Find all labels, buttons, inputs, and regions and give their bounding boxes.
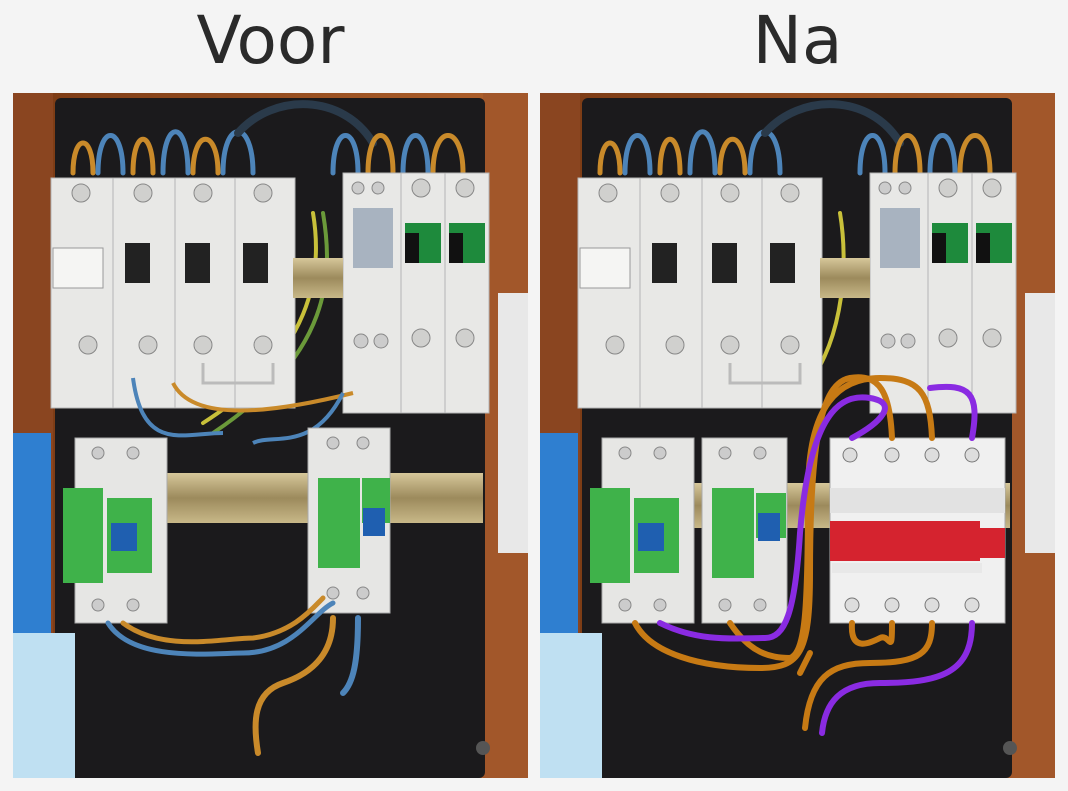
white-cable-holder: [498, 293, 528, 553]
light-blue-object: [540, 633, 602, 778]
rcd-left: [590, 437, 695, 624]
din-rail-top: [820, 258, 870, 298]
title-after: Na: [752, 2, 843, 79]
rcd-right: [307, 427, 391, 614]
mid-wires: [728, 363, 802, 385]
photo-after: [540, 93, 1055, 778]
breaker-row-left: [577, 177, 823, 409]
rcd-middle: [701, 437, 788, 624]
screw: [1003, 741, 1017, 755]
title-before: Voor: [196, 2, 345, 79]
bottom-wires: [105, 595, 361, 756]
photo-before: [13, 93, 528, 778]
drawn-wires: [632, 374, 978, 736]
din-rail-top: [293, 258, 343, 298]
white-cable-holder: [1025, 293, 1055, 553]
breaker-row-right: [869, 172, 1017, 414]
screw: [476, 741, 490, 755]
four-pole-isolator: [829, 437, 1006, 624]
light-blue-object: [13, 633, 75, 778]
breaker-row-left: [50, 177, 296, 409]
mid-wires: [131, 363, 354, 445]
rcd-left: [63, 437, 168, 624]
breaker-row-right: [342, 172, 490, 414]
